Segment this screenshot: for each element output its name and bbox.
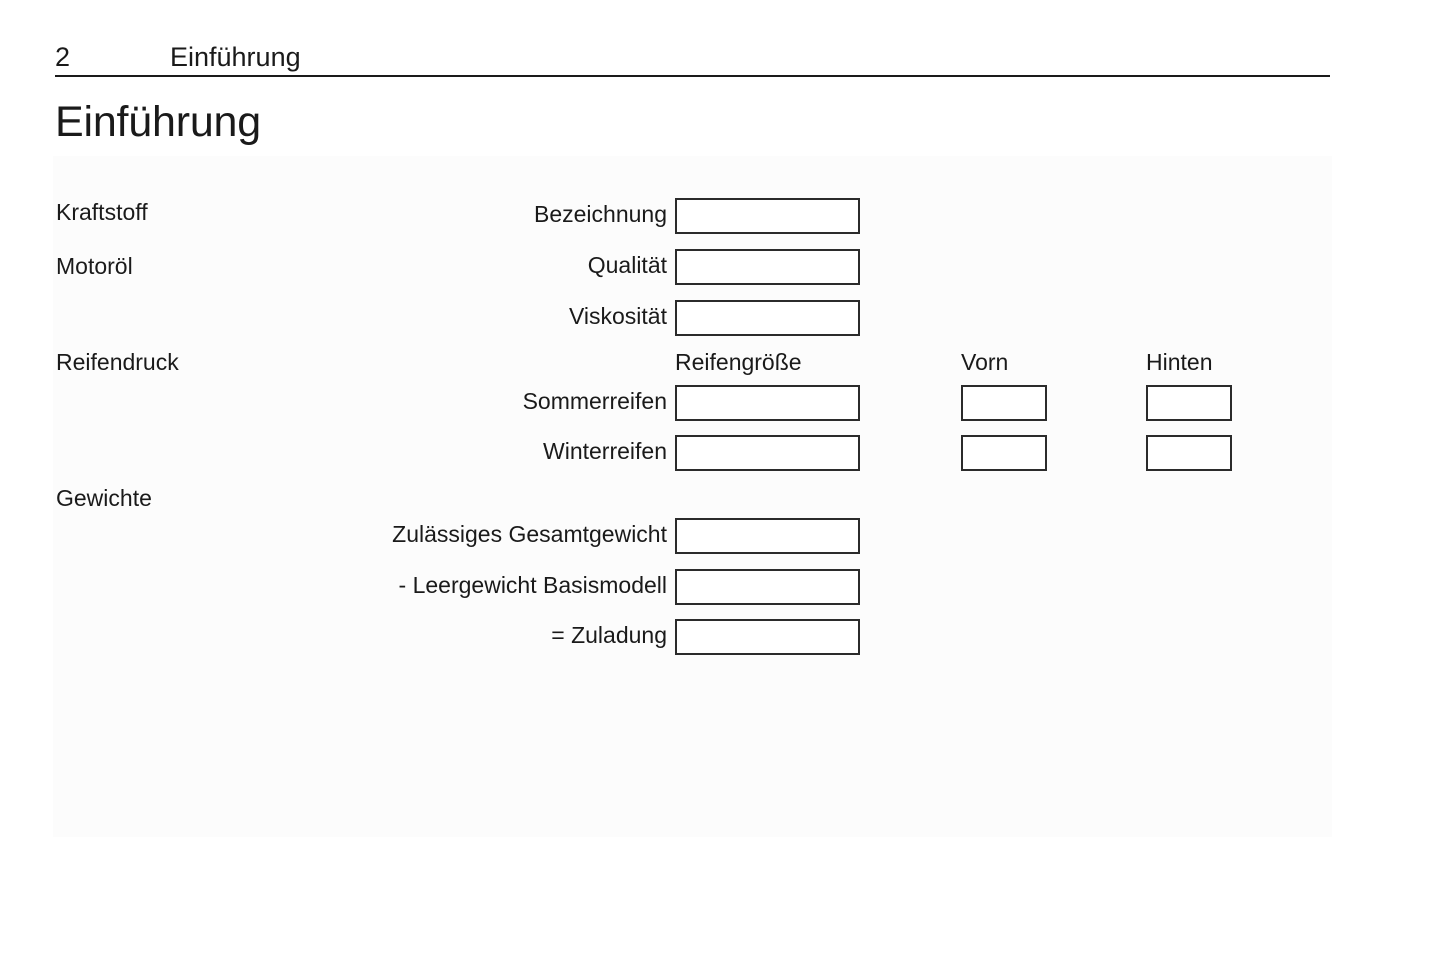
input-zuladung[interactable] [675, 619, 860, 655]
input-sommerreifen-vorn[interactable] [961, 385, 1047, 421]
group-caption-gewichte: Gewichte [56, 485, 152, 511]
column-header-reifengroesse: Reifengröße [675, 349, 802, 375]
field-label-sommerreifen: Sommerreifen [522, 388, 667, 414]
vehicle-data-form-panel: Kraftstoff Motoröl Reifendruck Gewichte … [53, 156, 1332, 837]
field-label-zuladung: = Zuladung [551, 622, 667, 648]
chapter-name: Einführung [170, 42, 301, 72]
group-caption-kraftstoff: Kraftstoff [56, 199, 148, 225]
input-winterreifen-groesse[interactable] [675, 435, 860, 471]
input-leergewicht-basismodell[interactable] [675, 569, 860, 605]
header-rule [55, 75, 1330, 77]
input-sommerreifen-groesse[interactable] [675, 385, 860, 421]
field-label-bezeichnung: Bezeichnung [534, 201, 667, 227]
input-zulaessiges-gesamtgewicht[interactable] [675, 518, 860, 554]
page-number: 2 [55, 42, 71, 72]
input-winterreifen-vorn[interactable] [961, 435, 1047, 471]
page-title: Einführung [55, 98, 261, 146]
input-sommerreifen-hinten[interactable] [1146, 385, 1232, 421]
running-head: 2 Einführung [55, 40, 1330, 78]
input-winterreifen-hinten[interactable] [1146, 435, 1232, 471]
group-caption-reifendruck: Reifendruck [56, 349, 179, 375]
input-bezeichnung[interactable] [675, 198, 860, 234]
field-label-winterreifen: Winterreifen [543, 438, 667, 464]
field-label-zulaessiges-gesamtgewicht: Zulässiges Gesamtgewicht [392, 521, 667, 547]
input-qualitaet[interactable] [675, 249, 860, 285]
field-label-leergewicht-basismodell: - Leergewicht Basismodell [398, 572, 667, 598]
field-label-qualitaet: Qualität [587, 252, 667, 278]
group-caption-motoroel: Motoröl [56, 253, 133, 279]
field-label-viskositaet: Viskosität [568, 303, 667, 329]
column-header-vorn: Vorn [961, 349, 1009, 375]
input-viskositaet[interactable] [675, 300, 860, 336]
column-header-hinten: Hinten [1146, 349, 1213, 375]
